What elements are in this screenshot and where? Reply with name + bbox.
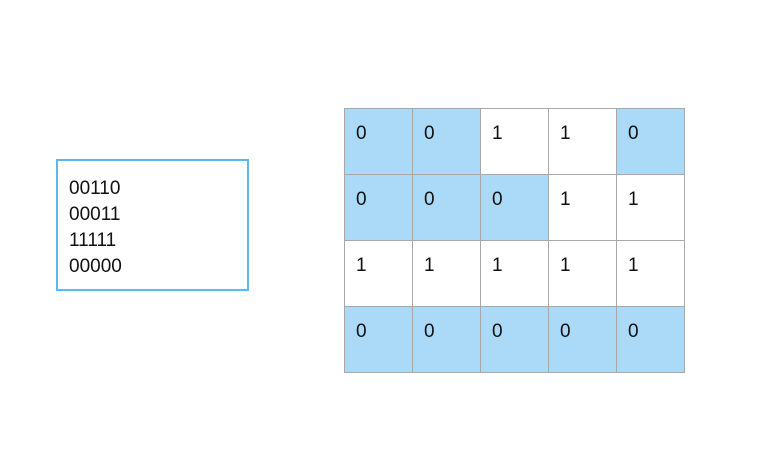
binary-grid: 0 0 1 1 0 0 0 0 1 1 1 1 1 1 1 0 0 0 0 0 bbox=[344, 108, 685, 373]
grid-cell-value: 0 bbox=[356, 189, 367, 210]
input-line: 00000 bbox=[69, 256, 122, 277]
grid-cell-value: 1 bbox=[424, 255, 435, 276]
grid-cell-value: 0 bbox=[356, 321, 367, 342]
grid-cell-value: 0 bbox=[356, 123, 367, 144]
grid-cell-value: 0 bbox=[424, 189, 435, 210]
grid-cell: 1 bbox=[481, 109, 549, 175]
grid-cell-value: 0 bbox=[424, 123, 435, 144]
grid-cell-value: 1 bbox=[560, 255, 571, 276]
grid-cell-value: 0 bbox=[492, 189, 503, 210]
grid-cell: 1 bbox=[617, 175, 685, 241]
grid-cell-value: 1 bbox=[628, 189, 639, 210]
grid-cell-value: 0 bbox=[628, 123, 639, 144]
grid-cell: 0 bbox=[413, 175, 481, 241]
grid-cell-value: 0 bbox=[628, 321, 639, 342]
grid-cell-value: 1 bbox=[560, 189, 571, 210]
grid-cell: 1 bbox=[345, 241, 413, 307]
grid-cell: 0 bbox=[413, 307, 481, 373]
grid-cell-value: 0 bbox=[560, 321, 571, 342]
grid-cell: 0 bbox=[549, 307, 617, 373]
grid-cell-value: 1 bbox=[492, 123, 503, 144]
grid-cell-value: 0 bbox=[424, 321, 435, 342]
grid-cell: 0 bbox=[345, 109, 413, 175]
input-line: 00011 bbox=[69, 204, 121, 225]
input-line: 11111 bbox=[69, 230, 117, 251]
grid-cell: 1 bbox=[549, 175, 617, 241]
input-text-box: 00110 00011 11111 00000 bbox=[56, 159, 249, 291]
grid-cell: 1 bbox=[413, 241, 481, 307]
grid-cell: 0 bbox=[345, 175, 413, 241]
grid-cell: 1 bbox=[481, 241, 549, 307]
grid-cell: 0 bbox=[481, 175, 549, 241]
grid-cell: 0 bbox=[481, 307, 549, 373]
grid-cell: 0 bbox=[345, 307, 413, 373]
grid-cell: 1 bbox=[549, 109, 617, 175]
grid-cell-value: 1 bbox=[492, 255, 503, 276]
grid-cell: 0 bbox=[413, 109, 481, 175]
grid-cell-value: 1 bbox=[560, 123, 571, 144]
grid-cell: 0 bbox=[617, 307, 685, 373]
input-line: 00110 bbox=[69, 178, 121, 199]
grid-cell-value: 0 bbox=[492, 321, 503, 342]
input-lines: 00110 00011 11111 00000 bbox=[69, 176, 122, 280]
grid-cell: 0 bbox=[617, 109, 685, 175]
grid-cell: 1 bbox=[617, 241, 685, 307]
grid-cell: 1 bbox=[549, 241, 617, 307]
grid-cell-value: 1 bbox=[628, 255, 639, 276]
grid-cell-value: 1 bbox=[356, 255, 367, 276]
